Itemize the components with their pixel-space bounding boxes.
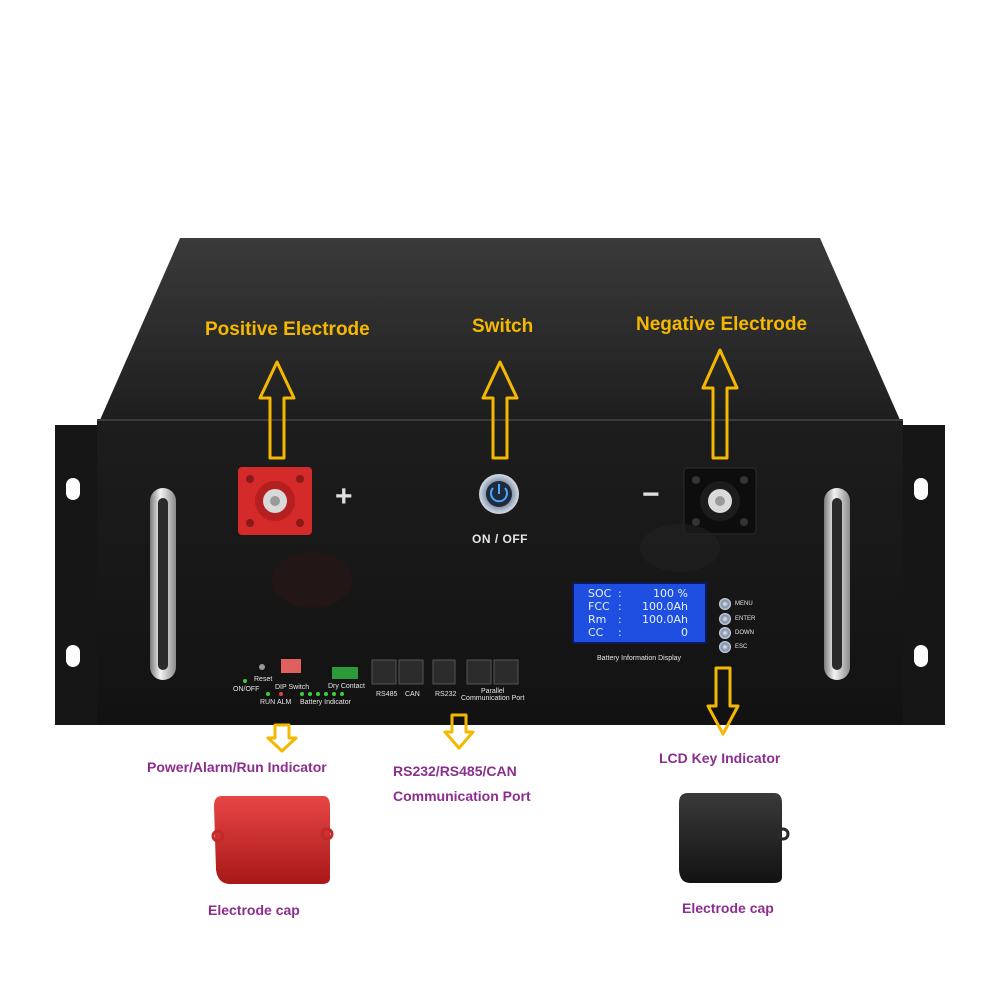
comm-port-label-line2: Communication Port — [393, 788, 531, 804]
electrode-cap-label-left: Electrode cap — [208, 902, 300, 918]
lcd-row-soc: SOC:100 % — [588, 587, 688, 600]
lcd-readout: SOC:100 % FCC:100.0Ah Rm:100.0Ah CC:0 — [588, 587, 688, 639]
on-off-label: ON / OFF — [472, 532, 528, 546]
onoff-small-label: ON/OFF — [233, 686, 260, 693]
esc-key-label: ESC — [735, 644, 748, 650]
power-indicator-label: Power/Alarm/Run Indicator — [147, 759, 327, 775]
battery-indicator-label: Battery Indicator — [300, 699, 351, 706]
rs232-port — [432, 659, 456, 685]
menu-key — [719, 598, 731, 610]
rs232-label: RS232 — [435, 691, 457, 698]
lcd-row-fcc: FCC:100.0Ah — [588, 600, 688, 613]
can-label: CAN — [405, 691, 420, 698]
arrow-down-comm — [443, 713, 475, 750]
dry-contact-label: Dry Contact — [328, 683, 365, 690]
run-label: RUN — [260, 699, 276, 706]
rs485-port — [371, 659, 397, 685]
arrow-up-positive — [258, 360, 296, 460]
enter-key-label: ENTER — [735, 616, 756, 622]
rs485-label: RS485 — [376, 691, 398, 698]
enter-key — [719, 613, 731, 625]
lcd-screen-frame — [572, 582, 707, 644]
esc-key — [719, 641, 731, 653]
positive-electrode-label: Positive Electrode — [205, 319, 370, 340]
dry-contact — [332, 667, 358, 679]
switch-label: Switch — [472, 316, 534, 337]
dip-switch — [281, 659, 301, 673]
electrode-cap-black — [679, 793, 790, 883]
electrode-cap-label-right: Electrode cap — [682, 900, 774, 916]
minus-sign: − — [642, 478, 660, 511]
chassis-top — [100, 238, 900, 420]
lcd-row-cc: CC:0 — [588, 626, 688, 639]
arrow-down-indicator — [266, 723, 298, 753]
reset-label: Reset — [254, 676, 273, 683]
plus-sign: + — [335, 480, 353, 513]
rack-ear-right — [903, 425, 945, 725]
rack-ear-left — [55, 425, 97, 725]
arrow-down-lcd — [706, 666, 740, 736]
electrode-cap-red — [211, 796, 334, 884]
parallel-label-line2: Communication Port — [461, 695, 525, 702]
lcd-caption: Battery Information Display — [597, 655, 682, 662]
can-port — [398, 659, 424, 685]
alm-label: ALM — [277, 699, 292, 706]
lcd-key-label: LCD Key Indicator — [659, 750, 781, 766]
parallel-label-line1: Parallel — [481, 688, 505, 695]
negative-electrode-label: Negative Electrode — [636, 314, 808, 335]
parallel-port-b — [493, 659, 519, 685]
dip-switch-label: DIP Switch — [275, 684, 310, 691]
menu-key-label: MENU — [735, 601, 753, 607]
arrow-up-negative — [701, 348, 739, 460]
down-key — [719, 627, 731, 639]
parallel-port-a — [466, 659, 492, 685]
comm-port-label-line1: RS232/RS485/CAN — [393, 763, 517, 779]
lcd-row-rm: Rm:100.0Ah — [588, 613, 688, 626]
arrow-up-switch — [481, 360, 519, 460]
down-key-label: DOWN — [735, 630, 754, 636]
